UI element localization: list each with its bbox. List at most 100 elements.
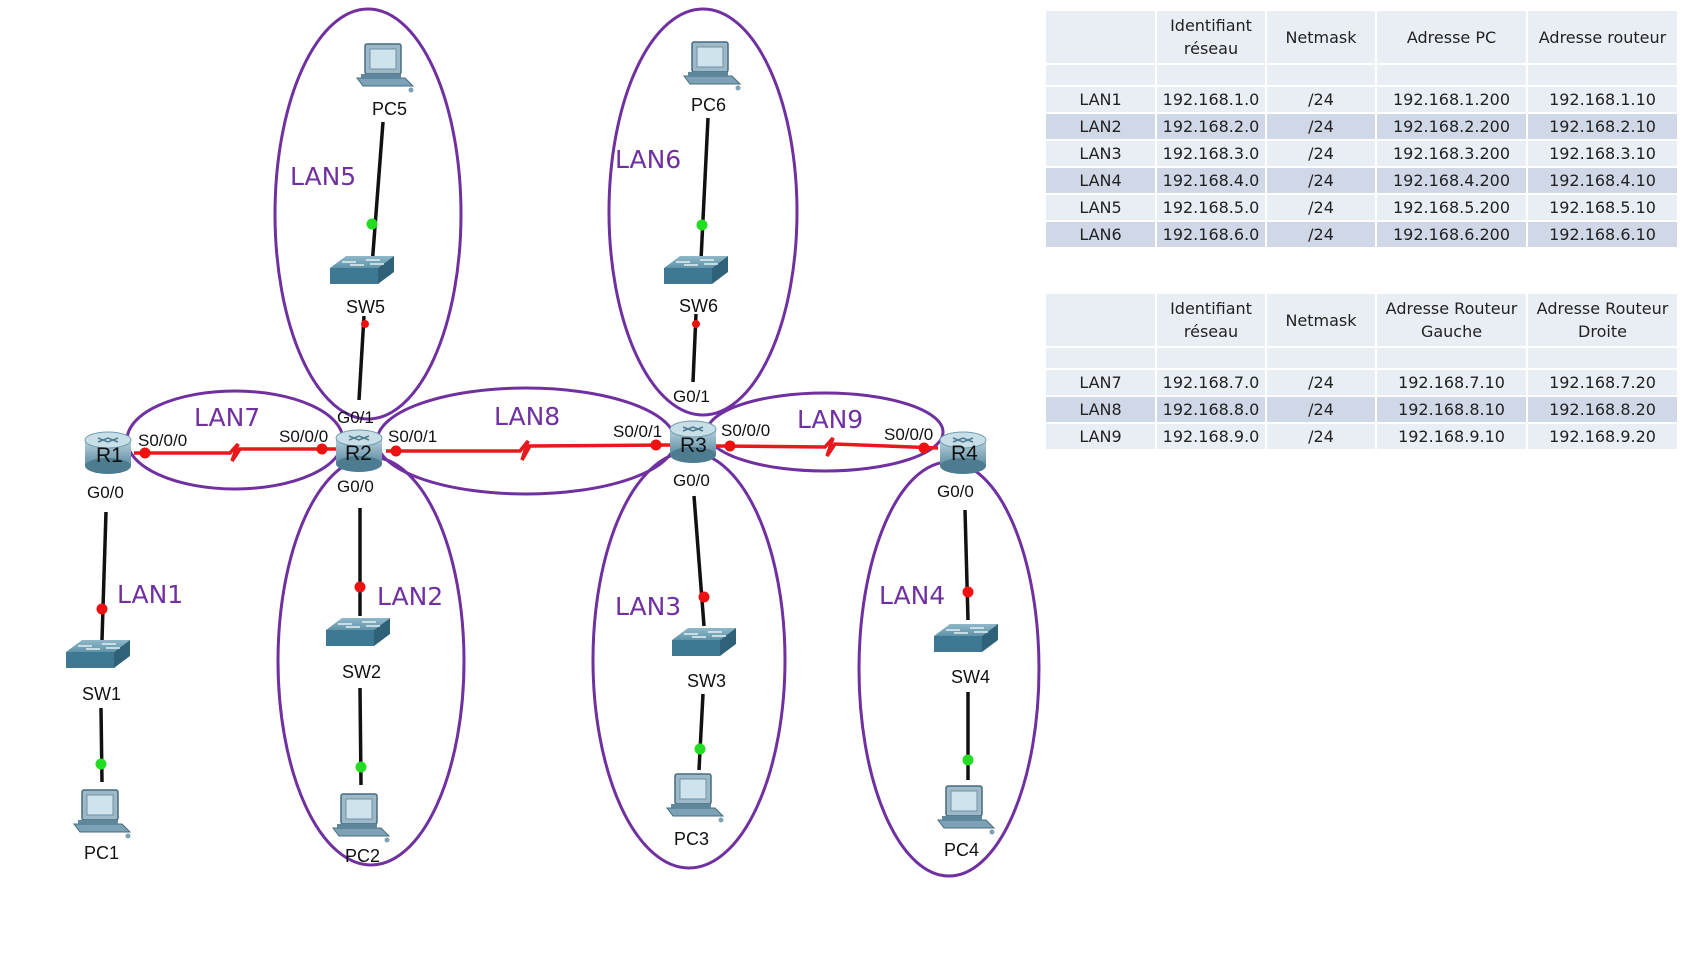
table-cell: /24 — [1266, 221, 1377, 249]
switch-sw4-icon[interactable] — [933, 623, 999, 653]
table-cell: /24 — [1266, 369, 1377, 397]
interface-label: G0/1 — [337, 408, 374, 427]
interface-label: S0/0/0 — [721, 421, 770, 440]
link-sw1-pc1 — [99, 707, 104, 783]
port-dot — [390, 445, 402, 457]
table-cell: 192.168.2.200 — [1376, 113, 1528, 141]
switch-sw1-icon[interactable] — [65, 639, 131, 669]
table-cell: 192.168.9.20 — [1527, 423, 1679, 451]
switch-sw6-label: SW6 — [679, 296, 718, 316]
serial-r1-r2 — [134, 442, 336, 462]
table-cell: LAN3 — [1046, 140, 1157, 168]
interface-label: S0/0/1 — [388, 427, 437, 446]
port-dot — [95, 758, 107, 770]
table-header-cell: Adresse Routeur Droite — [1527, 294, 1679, 348]
lan-label: LAN9 — [797, 405, 863, 434]
switch-sw2-icon[interactable] — [325, 617, 391, 647]
table-cell: /24 — [1266, 140, 1377, 168]
pc-pc2-icon[interactable] — [332, 793, 391, 844]
pc-pc1-icon[interactable] — [73, 789, 132, 840]
pc-pc4-label: PC4 — [944, 840, 979, 860]
table-header-cell: Netmask — [1266, 11, 1377, 65]
table-cell: 192.168.3.10 — [1527, 140, 1679, 168]
interface-label: S0/0/0 — [884, 425, 933, 444]
table-cell: 192.168.9.0 — [1156, 423, 1267, 451]
table-cell: 192.168.1.10 — [1527, 86, 1679, 114]
table-cell: /24 — [1266, 86, 1377, 114]
table-cell: 192.168.4.0 — [1156, 167, 1267, 195]
interface-label: S0/0/0 — [138, 431, 187, 450]
link-sw5-pc5 — [370, 121, 385, 267]
router-r3-label: R3 — [680, 434, 707, 457]
pc-pc3-icon[interactable] — [666, 773, 725, 824]
table-cell: 192.168.5.200 — [1376, 194, 1528, 222]
table-cell: LAN2 — [1046, 113, 1157, 141]
table-cell: 192.168.8.0 — [1156, 396, 1267, 424]
switch-sw5-icon[interactable] — [329, 255, 395, 285]
port-dot — [355, 761, 367, 773]
table-spacer-row — [1046, 64, 1679, 87]
link-r4-sw4 — [963, 509, 970, 621]
table-cell: 192.168.2.10 — [1527, 113, 1679, 141]
table-cell: 192.168.1.0 — [1156, 86, 1267, 114]
port-dot — [650, 439, 662, 451]
port-dot — [696, 219, 708, 231]
table-cell: 192.168.8.20 — [1527, 396, 1679, 424]
table-header-cell: Adresse PC — [1376, 11, 1528, 65]
table-cell: 192.168.6.200 — [1376, 221, 1528, 249]
pc-pc3-label: PC3 — [674, 829, 709, 849]
port-dot — [962, 754, 974, 766]
interface-label: G0/0 — [87, 483, 124, 502]
switch-sw3-label: SW3 — [687, 671, 726, 691]
interface-label: S0/0/0 — [279, 427, 328, 446]
pc-pc5-icon[interactable] — [356, 43, 415, 94]
table-cell: 192.168.4.200 — [1376, 167, 1528, 195]
switch-sw2-label: SW2 — [342, 662, 381, 682]
switch-sw6-icon[interactable] — [663, 255, 729, 285]
table-cell: 192.168.7.20 — [1527, 369, 1679, 397]
pc-pc2-label: PC2 — [345, 846, 380, 866]
lan6-ellipse — [607, 7, 799, 417]
lan-label: LAN5 — [290, 162, 356, 191]
table-cell: 192.168.3.0 — [1156, 140, 1267, 168]
lan5-ellipse — [273, 7, 463, 421]
table-cell: LAN1 — [1046, 86, 1157, 114]
table-cell: 192.168.2.0 — [1156, 113, 1267, 141]
table-spacer-row — [1046, 347, 1679, 370]
table-cell: LAN7 — [1046, 369, 1157, 397]
port-dot — [366, 218, 378, 230]
table-cell: 192.168.9.10 — [1376, 423, 1528, 451]
port-dot — [724, 440, 736, 452]
pc-pc4-icon[interactable] — [937, 785, 996, 836]
table-cell: LAN4 — [1046, 167, 1157, 195]
link-sw6-pc6 — [699, 117, 710, 261]
table-header-row: Identifiant réseau Netmask Adresse PC Ad… — [1046, 11, 1679, 65]
table-header-cell: Adresse Routeur Gauche — [1376, 294, 1528, 348]
lan-label: LAN1 — [117, 580, 183, 609]
switch-sw3-icon[interactable] — [671, 627, 737, 657]
interface-label: G0/0 — [673, 471, 710, 490]
lan-label: LAN7 — [194, 403, 260, 432]
switch-sw1-label: SW1 — [82, 684, 121, 704]
table-header-cell — [1046, 294, 1157, 348]
table-cell: /24 — [1266, 396, 1377, 424]
link-r1-sw1 — [100, 511, 108, 641]
interface-label: G0/0 — [337, 477, 374, 496]
switch-sw4-label: SW4 — [951, 667, 990, 687]
interface-label: S0/0/1 — [613, 422, 662, 441]
port-dot — [96, 603, 108, 615]
table-cell: 192.168.8.10 — [1376, 396, 1528, 424]
pc-pc6-icon[interactable] — [683, 41, 742, 92]
table-cell: /24 — [1266, 167, 1377, 195]
table-cell: 192.168.6.0 — [1156, 221, 1267, 249]
table-cell: LAN6 — [1046, 221, 1157, 249]
wan-addressing-table: Identifiant réseau Netmask Adresse Route… — [1046, 294, 1679, 451]
lan-label: LAN4 — [879, 581, 945, 610]
lan-label: LAN6 — [615, 145, 681, 174]
